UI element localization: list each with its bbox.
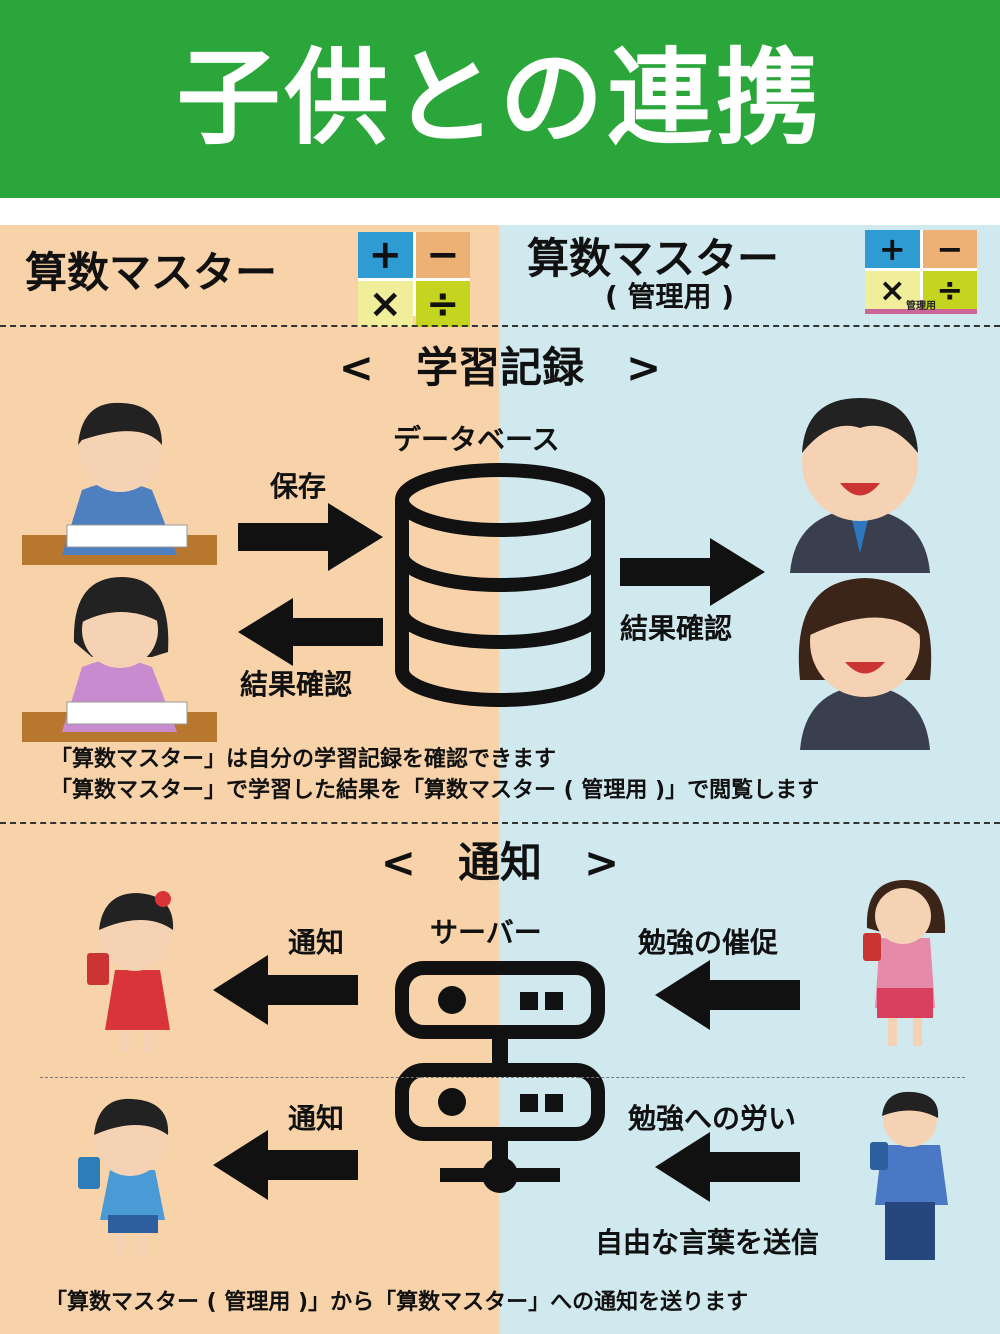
admin-app-subtitle: ( 管理用 ) bbox=[605, 280, 735, 313]
notify-heading: < 通知 > bbox=[380, 838, 620, 887]
arrow-left-icon bbox=[655, 960, 800, 1030]
prompt-study-label: 勉強の催促 bbox=[638, 926, 779, 959]
divide-icon: ÷ bbox=[415, 281, 470, 327]
male-teacher-illustration bbox=[790, 398, 930, 573]
arrow-left-icon bbox=[213, 1130, 358, 1200]
admin-app-icon: + − × ÷ bbox=[865, 230, 977, 309]
save-label: 保存 bbox=[270, 470, 327, 503]
records-heading: < 学習記録 > bbox=[338, 343, 662, 392]
arrow-left-icon bbox=[655, 1132, 800, 1202]
records-note-2: 「算数マスター」で学習した結果を「算数マスター ( 管理用 )」で閲覧します bbox=[50, 778, 820, 803]
notify-label-2: 通知 bbox=[288, 1102, 345, 1135]
result-check-label-left: 結果確認 bbox=[240, 668, 353, 701]
child-app-name: 算数マスター bbox=[25, 248, 278, 297]
result-check-label-right: 結果確認 bbox=[620, 612, 733, 645]
records-note-1: 「算数マスター」は自分の学習記録を確認できます bbox=[50, 747, 557, 772]
admin-app-name: 算数マスター bbox=[527, 234, 780, 283]
page-title: 子供との連携 bbox=[176, 37, 824, 159]
arrow-right-icon bbox=[238, 503, 383, 571]
divider bbox=[0, 822, 1000, 824]
minus-icon: − bbox=[922, 230, 977, 268]
server-icon bbox=[395, 961, 605, 1193]
divider bbox=[40, 1077, 965, 1078]
female-teacher-illustration bbox=[798, 578, 932, 750]
notify-label-1: 通知 bbox=[288, 926, 345, 959]
math-app-icon: + − × ÷ bbox=[358, 232, 470, 327]
arrow-right-icon bbox=[620, 538, 765, 606]
girl-studying-illustration bbox=[22, 577, 217, 742]
mother-with-phone-illustration bbox=[863, 880, 946, 1046]
server-label: サーバー bbox=[430, 916, 542, 949]
girl-with-phone-illustration bbox=[87, 891, 174, 1052]
arrow-left-icon bbox=[213, 955, 358, 1025]
plus-icon: + bbox=[865, 230, 920, 268]
header-banner bbox=[0, 0, 1000, 198]
boy-with-phone-illustration bbox=[78, 1098, 169, 1255]
times-icon: × bbox=[358, 281, 413, 327]
notify-note: 「算数マスター ( 管理用 )」から「算数マスター」への通知を送ります bbox=[45, 1290, 749, 1315]
database-icon bbox=[395, 463, 605, 707]
divider bbox=[0, 325, 1000, 327]
arrow-left-icon bbox=[238, 598, 383, 666]
minus-icon: − bbox=[415, 232, 470, 278]
father-with-phone-illustration bbox=[870, 1091, 948, 1260]
praise-study-label: 勉強への労い bbox=[628, 1102, 797, 1135]
database-label: データベース bbox=[393, 423, 560, 456]
boy-studying-illustration bbox=[22, 402, 217, 565]
free-message-label: 自由な言葉を送信 bbox=[595, 1226, 820, 1259]
plus-icon: + bbox=[358, 232, 413, 278]
